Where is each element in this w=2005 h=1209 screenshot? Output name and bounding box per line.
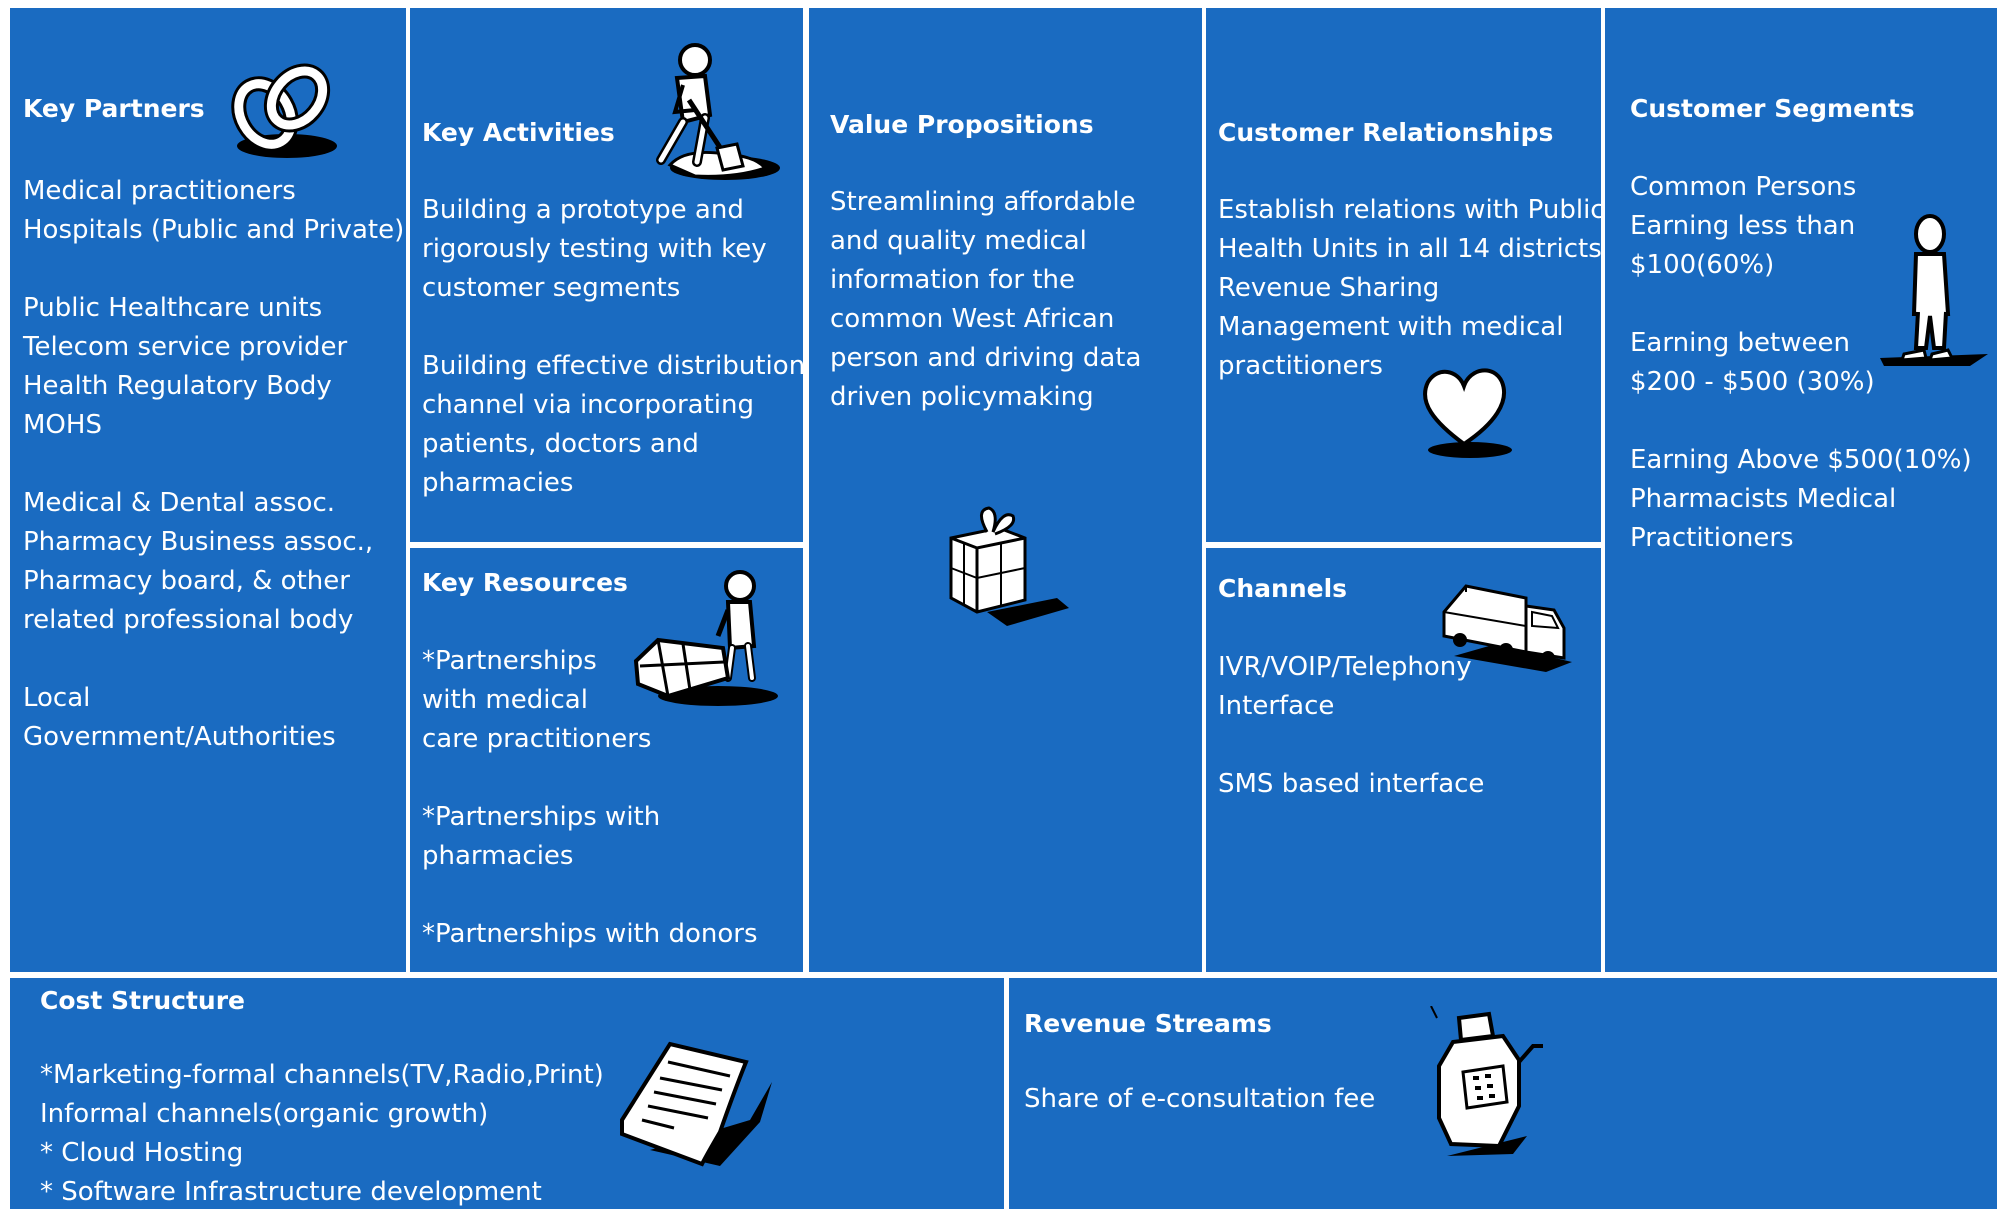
text-line: Earning less than xyxy=(1630,211,1856,241)
text-line: Pharmacists Medical xyxy=(1630,484,1897,514)
key-activities-title: Key Activities xyxy=(422,118,615,147)
text-line: Medical practitioners xyxy=(23,176,296,206)
text-line: * Software Infrastructure development xyxy=(40,1177,542,1207)
text-line: patients, doctors and xyxy=(422,429,699,459)
text-line: Revenue Sharing xyxy=(1218,273,1440,303)
text-line: Telecom service provider xyxy=(23,332,348,362)
text-line: with medical xyxy=(422,685,588,715)
text-line: and quality medical xyxy=(830,226,1087,256)
revenue-streams-text: Share of e-consultation fee xyxy=(1024,1080,1375,1119)
text-line: Informal channels(organic growth) xyxy=(40,1099,489,1129)
key-resources-text: *Partnerships with medical care practiti… xyxy=(422,642,758,954)
text-line: common West African xyxy=(830,304,1115,334)
channels-text: IVR/VOIP/Telephony Interface SMS based i… xyxy=(1218,648,1484,804)
text-line: pharmacies xyxy=(422,841,574,871)
text-line: Streamlining affordable xyxy=(830,187,1136,217)
text-line xyxy=(23,445,404,484)
text-line xyxy=(422,876,758,915)
text-line: Share of e-consultation fee xyxy=(1024,1084,1376,1114)
text-line: Building a prototype and xyxy=(422,195,744,225)
text-line: *Marketing-formal channels(TV,Radio,Prin… xyxy=(40,1060,604,1090)
worker-with-boxes-icon xyxy=(633,570,778,706)
text-line: Pharmacy board, & other xyxy=(23,566,350,596)
text-line: pharmacies xyxy=(422,468,574,498)
text-line: Pharmacy Business assoc., xyxy=(23,527,374,557)
chain-link-icon xyxy=(231,63,337,158)
document-icon xyxy=(620,1041,772,1167)
text-line: Practitioners xyxy=(1630,523,1794,553)
heart-icon xyxy=(1423,368,1512,458)
customer-segments-block: Customer Segments Common Persons Earning… xyxy=(1605,8,1997,972)
text-line: * Cloud Hosting xyxy=(40,1138,244,1168)
key-partners-block: Key Partners Medical practitioners Hospi… xyxy=(10,8,406,972)
text-line: customer segments xyxy=(422,273,681,303)
text-line: Health Units in all 14 districts xyxy=(1218,234,1601,264)
revenue-streams-block: Revenue Streams Share of e-consultation … xyxy=(1009,978,1997,1209)
text-line xyxy=(422,759,758,798)
text-line: Public Healthcare units xyxy=(23,293,323,323)
text-line: Earning Above $500(10%) xyxy=(1630,445,1972,475)
text-line: $100(60%) xyxy=(1630,250,1775,280)
revenue-streams-title: Revenue Streams xyxy=(1024,1009,1272,1038)
text-line: IVR/VOIP/Telephony xyxy=(1218,652,1472,682)
text-line xyxy=(422,308,803,347)
text-line: channel via incorporating xyxy=(422,390,754,420)
gift-box-icon xyxy=(949,506,1069,626)
key-resources-title: Key Resources xyxy=(422,568,628,597)
channels-block: Channels IVR/VOIP/Telephony Interface SM… xyxy=(1206,548,1601,972)
text-line: MOHS xyxy=(23,410,102,440)
value-propositions-title: Value Propositions xyxy=(830,110,1094,139)
text-line: person and driving data xyxy=(830,343,1142,373)
text-line: Building effective distribution xyxy=(422,351,803,381)
text-line: Establish relations with Public xyxy=(1218,195,1601,225)
text-line: $200 - $500 (30%) xyxy=(1630,367,1875,397)
text-line: Hospitals (Public and Private) xyxy=(23,215,405,245)
text-line: practitioners xyxy=(1218,351,1383,381)
text-line: Earning between xyxy=(1630,328,1850,358)
text-line: *Partnerships with xyxy=(422,802,661,832)
customer-relationships-text: Establish relations with Public Health U… xyxy=(1218,191,1601,386)
cost-structure-text: *Marketing-formal channels(TV,Radio,Prin… xyxy=(40,1056,604,1209)
key-partners-title: Key Partners xyxy=(23,94,205,123)
text-line: Local xyxy=(23,683,91,713)
text-line: Interface xyxy=(1218,691,1335,721)
cost-structure-title: Cost Structure xyxy=(40,986,245,1015)
channels-title: Channels xyxy=(1218,574,1348,603)
text-line xyxy=(23,640,404,679)
text-line xyxy=(23,250,404,289)
text-line: SMS based interface xyxy=(1218,769,1485,799)
value-propositions-block: Value Propositions Streamlining affordab… xyxy=(809,8,1202,972)
text-line: driven policymaking xyxy=(830,382,1094,412)
key-resources-block: Key Resources *Partnerships with medical… xyxy=(410,548,803,972)
text-line: *Partnerships xyxy=(422,646,597,676)
text-line: *Partnerships with donors xyxy=(422,919,758,949)
text-line: Government/Authorities xyxy=(23,722,336,752)
customer-relationships-title: Customer Relationships xyxy=(1218,118,1554,147)
text-line: related professional body xyxy=(23,605,354,635)
text-line: rigorously testing with key xyxy=(422,234,767,264)
text-line xyxy=(1630,402,1972,441)
digging-person-icon xyxy=(656,43,780,180)
key-activities-block: Key Activities Building a prototype and … xyxy=(410,8,803,542)
cash-register-icon xyxy=(1430,1006,1543,1156)
customer-relationships-block: Customer Relationships Establish relatio… xyxy=(1206,8,1601,542)
customer-segments-title: Customer Segments xyxy=(1630,94,1915,123)
text-line: Health Regulatory Body xyxy=(23,371,332,401)
truck-icon xyxy=(1442,584,1572,672)
value-propositions-text: Streamlining affordable and quality medi… xyxy=(830,183,1141,417)
text-line: care practitioners xyxy=(422,724,652,754)
key-activities-text: Building a prototype and rigorously test… xyxy=(422,191,803,503)
text-line: Common Persons xyxy=(1630,172,1857,202)
standing-person-icon xyxy=(1880,214,1988,366)
text-line xyxy=(1218,726,1484,765)
key-partners-text: Medical practitioners Hospitals (Public … xyxy=(23,172,404,757)
customer-segments-text: Common Persons Earning less than $100(60… xyxy=(1630,168,1972,558)
text-line: Management with medical xyxy=(1218,312,1564,342)
text-line: information for the xyxy=(830,265,1076,295)
text-line: Medical & Dental assoc. xyxy=(23,488,336,518)
cost-structure-block: Cost Structure *Marketing-formal channel… xyxy=(10,978,1004,1209)
